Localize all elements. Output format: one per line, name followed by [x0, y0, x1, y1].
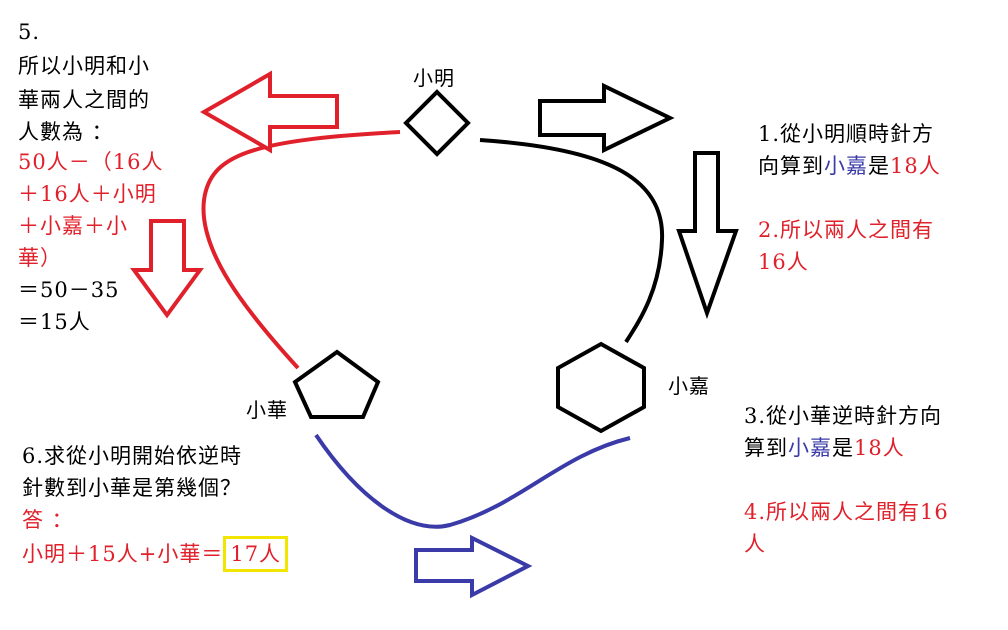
step-5-formula-line: 50人－（16人	[18, 150, 164, 174]
step-1-xiaojia-highlight: 小嘉	[824, 154, 868, 178]
black-right-arrow-icon	[538, 82, 675, 154]
node-label-xiaojia: 小嘉	[668, 374, 710, 398]
step-1-text: 向算到	[758, 154, 824, 178]
xiaoming-diamond-shape	[403, 89, 471, 157]
black-arc-xiaoming-xiaojia	[479, 138, 665, 344]
question-6-line: 6.求從小明開始依逆時	[22, 444, 243, 468]
red-down-arrow-icon	[130, 219, 204, 319]
step-3-count: 18人	[854, 436, 905, 460]
black-down-arrow-icon	[676, 151, 739, 320]
step-5-number: 5.	[18, 20, 41, 44]
step-1-line: 1.從小明順時針方	[758, 122, 935, 146]
blue-right-arrow-icon	[414, 534, 533, 599]
xiaojia-hexagon-shape	[556, 341, 646, 434]
red-left-arrow-icon	[199, 70, 339, 154]
step-5-formula-line: ＋小嘉＋小	[18, 214, 128, 238]
step-5-result-line: ＝15人	[18, 310, 91, 334]
step-5-formula-line: ＋16人＋小明	[18, 182, 157, 206]
step-3-xiaojia-highlight: 小嘉	[788, 436, 832, 460]
step-1-line: 向算到小嘉是18人	[758, 150, 941, 182]
answer-value-box: 17人	[223, 536, 289, 572]
red-arc-xiaoming-xiaohua	[201, 130, 401, 370]
step-3-text: 算到	[744, 436, 788, 460]
step-5-line: 華兩人之間的	[18, 88, 150, 112]
question-6-line: 針數到小華是第幾個？	[22, 476, 242, 500]
step-4-line: 人	[744, 532, 766, 556]
step-1-text: 是	[868, 154, 890, 178]
answer-expression: 小明＋15人+小華＝	[22, 542, 224, 566]
node-label-xiaohua: 小華	[246, 398, 288, 422]
step-2-line: 2.所以兩人之間有	[758, 218, 935, 242]
step-5-result-line: ＝50－35	[18, 278, 120, 302]
answer-label: 答 ：	[22, 508, 74, 532]
step-1-count: 18人	[890, 154, 941, 178]
step-5-line: 所以小明和小	[18, 54, 150, 78]
step-3-line: 算到小嘉是18人	[744, 432, 905, 464]
node-label-xiaoming: 小明	[413, 66, 455, 90]
step-3-line: 3.從小華逆時針方向	[744, 404, 943, 428]
blue-arc-xiaohua-xiaojia	[314, 433, 631, 529]
xiaohua-pentagon-shape	[292, 349, 381, 419]
step-4-line: 4.所以兩人之間有16	[744, 500, 949, 524]
step-2-line: 16人	[758, 250, 809, 274]
step-3-text: 是	[832, 436, 854, 460]
step-5-formula-line: 華）	[18, 246, 62, 270]
answer-line: 小明＋15人+小華＝17人	[22, 536, 289, 572]
step-5-line: 人數為 ：	[18, 120, 114, 144]
